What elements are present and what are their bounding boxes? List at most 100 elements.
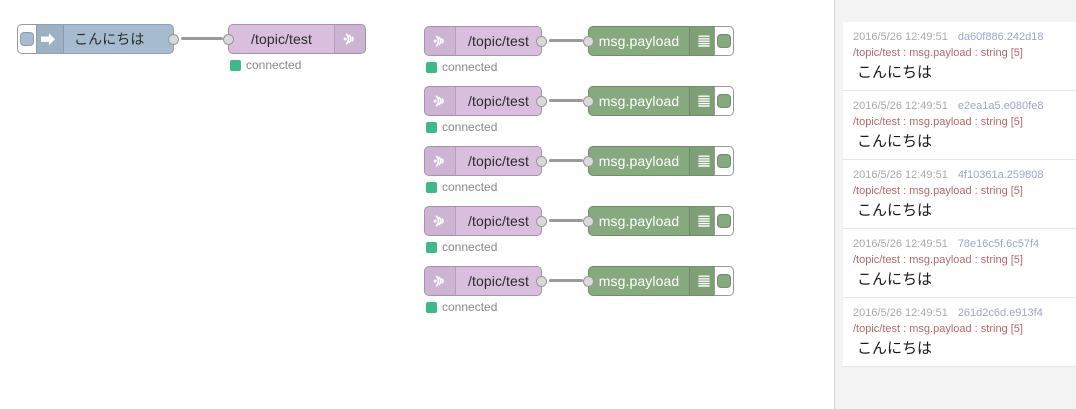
status-dot xyxy=(426,241,437,253)
debug-node[interactable]: msg.payload xyxy=(583,86,734,116)
status-label: connected xyxy=(442,60,498,74)
debug-toggle-button[interactable] xyxy=(714,266,734,296)
output-port[interactable] xyxy=(536,96,547,107)
inject-node[interactable]: こんにちは xyxy=(17,24,179,54)
debug-toggle-button[interactable] xyxy=(714,206,734,236)
debug-button-square xyxy=(717,154,731,168)
mqtt-out-node[interactable]: /topic/test xyxy=(223,24,366,54)
debug-node[interactable]: msg.payload xyxy=(583,26,734,56)
debug-node-id[interactable]: e2ea1a5.e080fe8 xyxy=(957,100,1044,112)
mqtt-in-node-label: /topic/test xyxy=(467,93,530,109)
lines-icon xyxy=(689,207,718,235)
status-dot xyxy=(230,59,241,71)
arrow-right-icon xyxy=(33,25,64,53)
debug-node[interactable]: msg.payload xyxy=(583,266,734,296)
lines-icon xyxy=(689,267,718,295)
mqtt-out-status: connected xyxy=(230,58,301,72)
wire xyxy=(181,37,223,40)
status-dot xyxy=(426,301,437,313)
debug-node[interactable]: msg.payload xyxy=(583,146,734,176)
mqtt-in-node-label: /topic/test xyxy=(467,153,530,169)
debug-node-label: msg.payload xyxy=(598,33,680,49)
debug-sidebar: 2016/5/26 12:49:51 da60f886.242d18/topic/… xyxy=(834,0,1076,409)
debug-timestamp: 2016/5/26 12:49:51 xyxy=(853,169,948,181)
input-port[interactable] xyxy=(583,276,594,287)
debug-message-meta: 2016/5/26 12:49:51 78e16c5f.6c57f4 xyxy=(853,236,1066,252)
debug-toggle-button[interactable] xyxy=(714,86,734,116)
debug-node-id[interactable]: 261d2c6d.e913f4 xyxy=(957,307,1043,319)
output-port[interactable] xyxy=(168,34,179,45)
input-port[interactable] xyxy=(583,96,594,107)
debug-node-id[interactable]: 4f10361a.259808 xyxy=(957,169,1044,181)
output-port[interactable] xyxy=(536,36,547,47)
wifi-icon xyxy=(425,267,456,295)
debug-node-id[interactable]: 78e16c5f.6c57f4 xyxy=(957,238,1040,250)
output-port[interactable] xyxy=(536,156,547,167)
lines-icon xyxy=(689,147,718,175)
wire xyxy=(549,219,583,222)
mqtt-in-status: connected xyxy=(426,120,497,134)
wire xyxy=(549,279,583,282)
status-dot xyxy=(426,61,437,73)
status-dot xyxy=(426,181,437,193)
mqtt-in-node[interactable]: /topic/test xyxy=(424,266,547,296)
debug-topic-line: /topic/test : msg.payload : string [5] xyxy=(853,47,1023,59)
debug-topic-line: /topic/test : msg.payload : string [5] xyxy=(853,323,1023,335)
debug-timestamp: 2016/5/26 12:49:51 xyxy=(853,307,948,319)
mqtt-in-node[interactable]: /topic/test xyxy=(424,26,547,56)
flow-canvas[interactable]: こんにちは /topic/test connected /topic/test c… xyxy=(0,0,834,409)
mqtt-out-node-label: /topic/test xyxy=(250,31,313,47)
debug-payload-value: こんにちは xyxy=(857,340,933,357)
status-dot xyxy=(426,121,437,133)
wire xyxy=(549,99,583,102)
mqtt-in-node[interactable]: /topic/test xyxy=(424,146,547,176)
status-label: connected xyxy=(442,120,498,134)
output-port[interactable] xyxy=(536,276,547,287)
mqtt-in-status: connected xyxy=(426,300,497,314)
debug-message-list[interactable]: 2016/5/26 12:49:51 da60f886.242d18/topic/… xyxy=(843,22,1076,367)
debug-payload-value: こんにちは xyxy=(857,202,933,219)
debug-node-label: msg.payload xyxy=(598,213,680,229)
inject-node-label: こんにちは xyxy=(74,31,145,47)
input-port[interactable] xyxy=(583,156,594,167)
wifi-icon xyxy=(425,27,456,55)
inject-trigger-button[interactable] xyxy=(17,24,37,54)
debug-message[interactable]: 2016/5/26 12:49:51 261d2c6d.e913f4/topic/… xyxy=(843,298,1076,367)
debug-node-label: msg.payload xyxy=(598,93,680,109)
wifi-icon xyxy=(425,87,456,115)
debug-message[interactable]: 2016/5/26 12:49:51 4f10361a.259808/topic/… xyxy=(843,160,1076,229)
debug-message[interactable]: 2016/5/26 12:49:51 da60f886.242d18/topic/… xyxy=(843,22,1076,91)
status-label: connected xyxy=(442,300,498,314)
wire xyxy=(549,39,583,42)
input-port[interactable] xyxy=(223,34,234,45)
status-label: connected xyxy=(442,240,498,254)
wifi-icon xyxy=(334,25,365,53)
debug-node-id[interactable]: da60f886.242d18 xyxy=(957,31,1044,43)
debug-payload-value: こんにちは xyxy=(857,133,933,150)
debug-timestamp: 2016/5/26 12:49:51 xyxy=(853,31,948,43)
mqtt-in-node[interactable]: /topic/test xyxy=(424,206,547,236)
debug-timestamp: 2016/5/26 12:49:51 xyxy=(853,238,948,250)
mqtt-in-node-label: /topic/test xyxy=(467,273,530,289)
debug-topic-line: /topic/test : msg.payload : string [5] xyxy=(853,185,1023,197)
debug-payload-value: こんにちは xyxy=(857,64,933,81)
debug-topic-line: /topic/test : msg.payload : string [5] xyxy=(853,116,1023,128)
debug-toggle-button[interactable] xyxy=(714,146,734,176)
output-port[interactable] xyxy=(536,216,547,227)
debug-node[interactable]: msg.payload xyxy=(583,206,734,236)
debug-toggle-button[interactable] xyxy=(714,26,734,56)
mqtt-in-node-label: /topic/test xyxy=(467,213,530,229)
mqtt-in-node[interactable]: /topic/test xyxy=(424,86,547,116)
input-port[interactable] xyxy=(583,216,594,227)
inject-button-square xyxy=(20,32,34,46)
status-label: connected xyxy=(246,58,302,72)
debug-button-square xyxy=(717,34,731,48)
input-port[interactable] xyxy=(583,36,594,47)
debug-node-label: msg.payload xyxy=(598,273,680,289)
debug-message-meta: 2016/5/26 12:49:51 261d2c6d.e913f4 xyxy=(853,305,1066,321)
mqtt-in-status: connected xyxy=(426,180,497,194)
lines-icon xyxy=(689,27,718,55)
